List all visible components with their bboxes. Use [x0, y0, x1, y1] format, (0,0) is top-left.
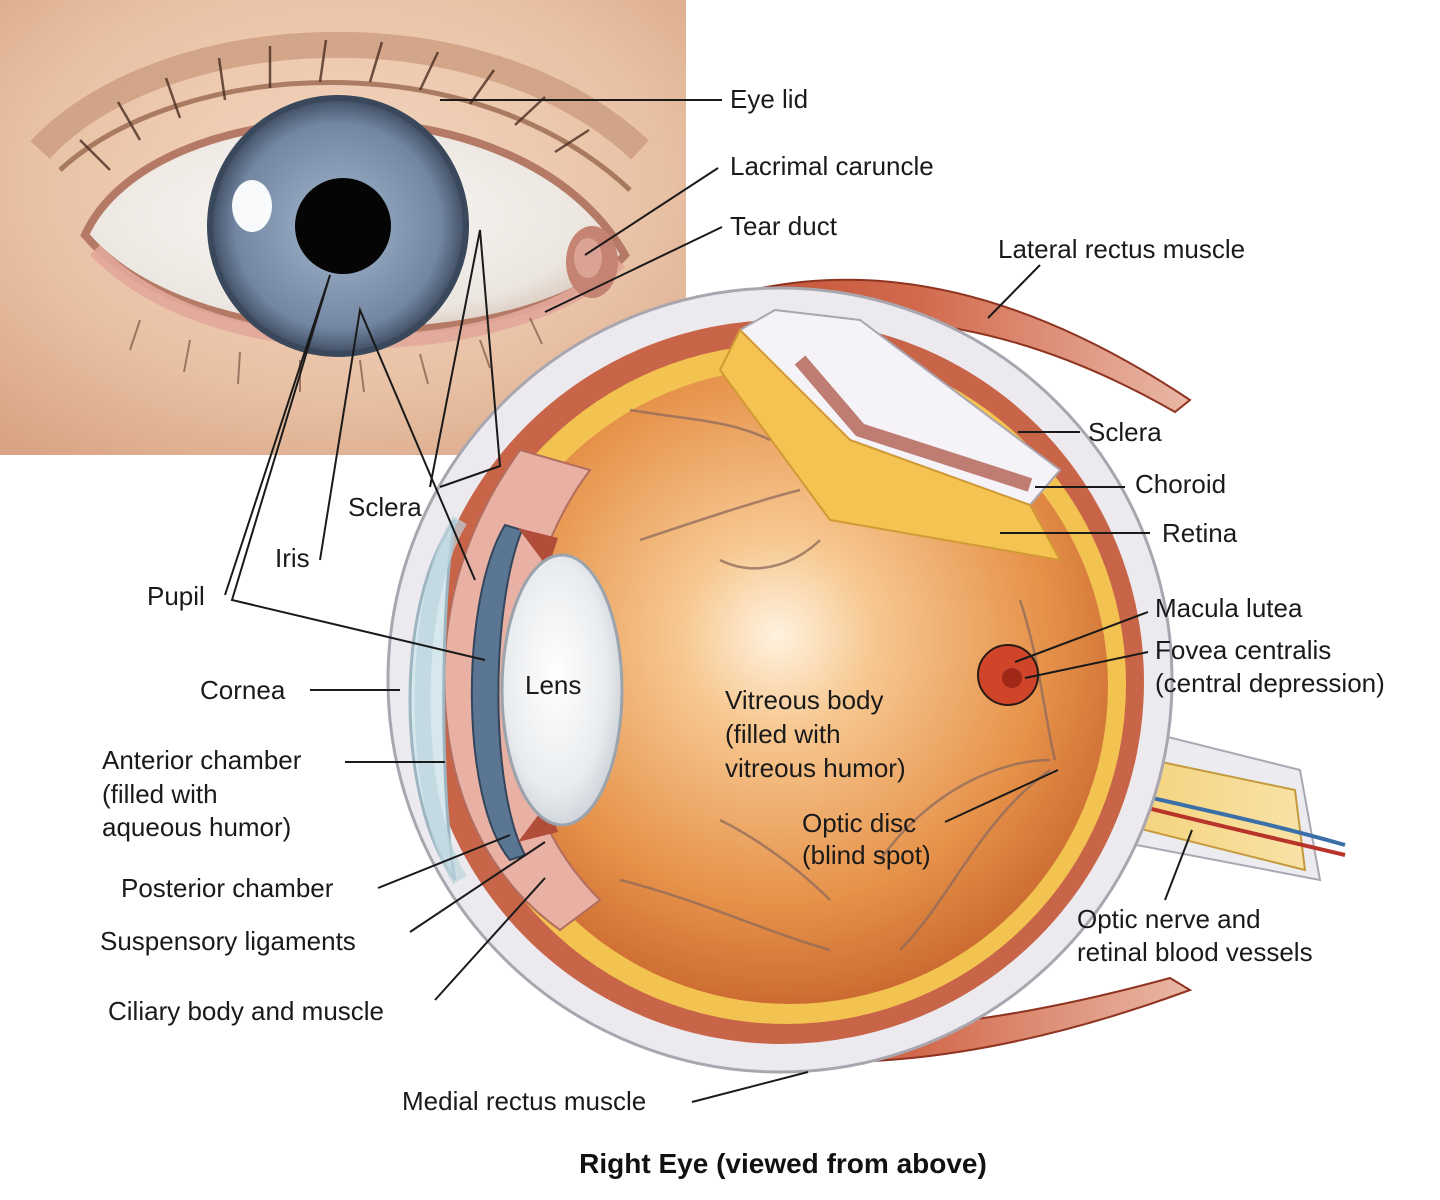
- label-macula-lutea: Macula lutea: [1155, 593, 1303, 623]
- label-ciliary-body: Ciliary body and muscle: [108, 996, 384, 1026]
- label-suspensory-ligaments: Suspensory ligaments: [100, 926, 356, 956]
- label-fovea-line2: (central depression): [1155, 668, 1385, 698]
- label-tear-duct: Tear duct: [730, 211, 838, 241]
- label-retina: Retina: [1162, 518, 1238, 548]
- label-vitreous-line3: vitreous humor): [725, 753, 906, 783]
- label-choroid: Choroid: [1135, 469, 1226, 499]
- label-optic-nerve-line1: Optic nerve and: [1077, 904, 1261, 934]
- label-vitreous-line1: Vitreous body: [725, 685, 884, 715]
- label-anterior-line2: (filled with: [102, 779, 218, 809]
- label-lateral-rectus-muscle: Lateral rectus muscle: [998, 234, 1245, 264]
- label-optic-disc-line2: (blind spot): [802, 840, 931, 870]
- label-lens: Lens: [525, 670, 581, 700]
- pupil-shape: [295, 178, 391, 274]
- external-eye-illustration: [0, 0, 686, 455]
- eyeball-cross-section: [386, 286, 1346, 1074]
- label-posterior-chamber: Posterior chamber: [121, 873, 334, 903]
- leader-lines: [224, 99, 1193, 1103]
- label-sclera-right: Sclera: [1088, 417, 1162, 447]
- label-pupil: Pupil: [147, 581, 205, 611]
- iris-cross-section: [470, 523, 527, 862]
- label-eye-lid: Eye lid: [730, 84, 808, 114]
- label-lacrimal-caruncle: Lacrimal caruncle: [730, 151, 934, 181]
- label-fovea-line1: Fovea centralis: [1155, 635, 1331, 665]
- label-optic-disc-line1: Optic disc: [802, 808, 916, 838]
- label-anterior-line3: aqueous humor): [102, 812, 291, 842]
- label-sclera-left: Sclera: [348, 492, 422, 522]
- label-iris: Iris: [275, 543, 310, 573]
- labels: Eye lid Lacrimal caruncle Tear duct Late…: [100, 84, 1385, 1116]
- label-cornea: Cornea: [200, 675, 286, 705]
- label-vitreous-line2: (filled with: [725, 719, 841, 749]
- diagram-caption: Right Eye (viewed from above): [579, 1148, 987, 1179]
- lens-shape: [500, 553, 624, 827]
- label-anterior-line1: Anterior chamber: [102, 745, 302, 775]
- label-optic-nerve-line2: retinal blood vessels: [1077, 937, 1313, 967]
- label-medial-rectus-muscle: Medial rectus muscle: [402, 1086, 646, 1116]
